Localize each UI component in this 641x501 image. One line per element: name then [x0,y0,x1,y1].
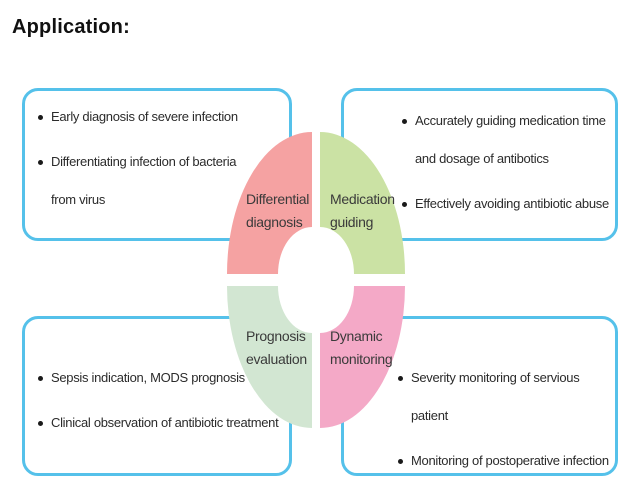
list-item-text: Accurately guiding medication time and d… [415,113,606,166]
quadrant-label-dynamic-monitoring: Dynamic monitoring [330,328,393,367]
bullet-icon [398,459,403,464]
list-item-text: Effectively avoiding antibiotic abuse [415,196,609,211]
bullet-icon [398,376,403,381]
list-item: Effectively avoiding antibiotic abuse [402,185,611,223]
list-item-text: Early diagnosis of severe infection [51,109,238,124]
list-item-text: Differentiating infection of bacteria fr… [51,154,237,207]
list-item-text: Sepsis indication, MODS prognosis [51,370,245,385]
list-item-text: Clinical observation of antibiotic treat… [51,415,279,430]
panel-item-list: Sepsis indication, MODS prognosis Clinic… [25,319,289,473]
list-item: Severity monitoring of servious patient [398,359,611,435]
bullet-icon [402,202,407,207]
list-item: Clinical observation of antibiotic treat… [38,404,283,442]
quadrant-label-medication-guiding: Medication guiding [330,191,395,230]
list-item: Accurately guiding medication time and d… [402,102,611,178]
bullet-icon [38,160,43,165]
page-title: Application: [12,16,130,38]
quadrant-label-prognosis-evaluation: Prognosis evaluation [246,328,307,367]
bullet-icon [38,376,43,381]
list-item-text: Severity monitoring of servious patient [411,370,580,423]
list-item-text: Monitoring of postoperative infection [411,453,609,468]
panel-item-list: Accurately guiding medication time and d… [344,91,615,238]
quadrant-label-differential-diagnosis: Differential diagnosis [246,191,310,230]
panel-item-list: Early diagnosis of severe infection Diff… [25,91,289,238]
list-item: Monitoring of postoperative infection [398,442,611,480]
panel-item-list: Severity monitoring of servious patient … [344,319,615,473]
list-item: Differentiating infection of bacteria fr… [38,143,283,219]
list-item: Early diagnosis of severe infection [38,98,283,136]
bullet-icon [38,421,43,426]
bullet-icon [402,119,407,124]
bullet-icon [38,115,43,120]
